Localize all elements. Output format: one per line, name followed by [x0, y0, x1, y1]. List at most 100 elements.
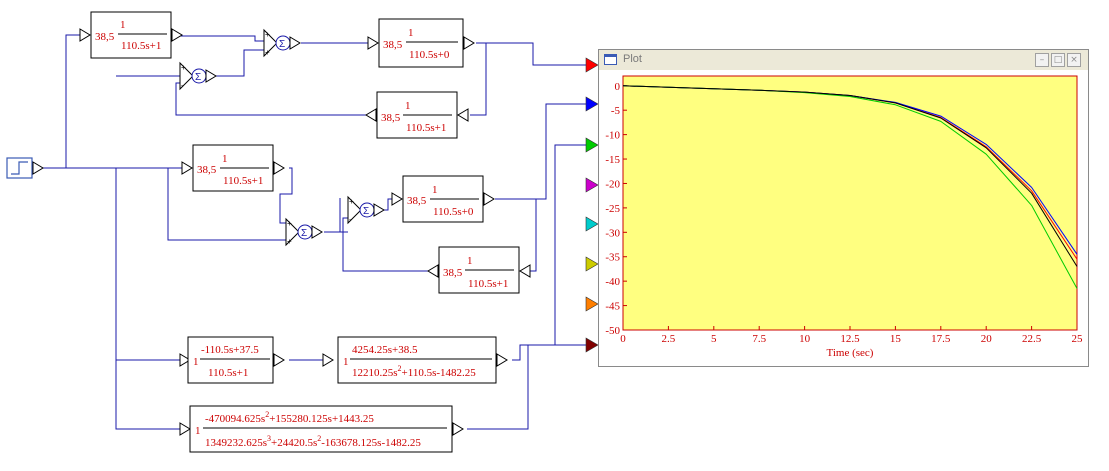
y-tick-label: -45 — [605, 301, 620, 313]
output-port-icon — [365, 108, 377, 122]
svg-text:Σ: Σ — [195, 72, 201, 83]
svg-text:+: + — [181, 63, 186, 72]
tf-denominator: 110.5s+0 — [409, 49, 450, 61]
plot-area — [622, 75, 1078, 331]
x-tick-label: 25 — [1072, 333, 1084, 345]
svg-text:Σ: Σ — [301, 228, 307, 239]
scope-input-ports — [585, 57, 599, 353]
svg-text:+: + — [265, 30, 270, 39]
scope-port-1[interactable] — [585, 57, 599, 73]
window-icon — [604, 54, 617, 65]
tf-gain: 38,5 — [197, 164, 217, 176]
y-tick-label: -35 — [605, 252, 620, 264]
series-line-4 — [622, 85, 1078, 267]
output-port-icon — [171, 28, 183, 42]
scope-port-2[interactable] — [585, 96, 599, 112]
scope-port-3[interactable] — [585, 137, 599, 153]
tf-block-b8[interactable]: 1 4254.25s+38.5 12210.25s2+110.5s-1482.2… — [322, 336, 508, 384]
tf-gain: 1 — [193, 356, 199, 368]
tf-block-b5[interactable]: 38,5 1 110.5s+0 — [391, 175, 495, 223]
tf-denominator: 110.5s+1 — [121, 40, 161, 52]
tf-numerator: 1 — [120, 19, 126, 31]
y-tick-label: 0 — [615, 81, 621, 93]
svg-text:-: - — [349, 215, 352, 224]
input-port-icon — [179, 422, 191, 436]
minimize-icon[interactable]: – — [1035, 53, 1049, 67]
tf-denominator: 110.5s+0 — [433, 206, 474, 218]
tf-denominator: 110.5s+1 — [468, 278, 508, 290]
input-port-icon — [79, 28, 91, 42]
output-port-icon — [32, 161, 44, 175]
svg-text:-: - — [181, 81, 184, 90]
scope-port-8[interactable] — [585, 337, 599, 353]
y-tick-label: -25 — [605, 203, 620, 215]
scope-port-7[interactable] — [585, 296, 599, 312]
sum-block-3[interactable]: Σ + + — [285, 217, 323, 247]
tf-gain: 38,5 — [443, 267, 463, 279]
tf-denominator: 110.5s+1 — [208, 367, 248, 379]
scope-port-4[interactable] — [585, 177, 599, 193]
tf-block-b3[interactable]: 38,5 1 110.5s+1 — [365, 91, 469, 139]
tf-numerator: -470094.625s2+155280.125s+1443.25 — [205, 410, 374, 425]
input-port-icon — [322, 353, 334, 367]
tf-gain: 38,5 — [383, 39, 403, 51]
tf-gain: 38,5 — [381, 112, 401, 124]
output-port-icon — [427, 264, 439, 278]
x-tick-label: 10 — [799, 333, 811, 345]
svg-text:+: + — [265, 48, 270, 57]
tf-denominator: 12210.25s2+110.5s-1482.25 — [352, 364, 476, 379]
y-tick-label: -30 — [605, 227, 620, 239]
tf-block-b1[interactable]: 38,5 1 110.5s+1 — [79, 11, 183, 59]
plot-title-bar[interactable]: Plot – □ × — [599, 50, 1088, 70]
svg-text:Σ: Σ — [363, 206, 369, 217]
y-tick-label: -5 — [611, 105, 621, 117]
scope-port-5[interactable] — [585, 216, 599, 232]
tf-denominator: 110.5s+1 — [406, 122, 446, 134]
tf-block-b6[interactable]: 38,5 1 110.5s+1 — [427, 246, 531, 294]
y-tick-label: -20 — [605, 178, 620, 190]
tf-block-b2[interactable]: 38,5 1 110.5s+0 — [367, 18, 475, 68]
tf-numerator: 4254.25s+38.5 — [352, 344, 418, 356]
plot-window-title: Plot — [623, 53, 642, 65]
output-port-icon — [273, 353, 285, 367]
maximize-icon[interactable]: □ — [1051, 53, 1065, 67]
x-tick-label: 5 — [711, 333, 717, 345]
tf-numerator: 1 — [405, 100, 411, 112]
tf-numerator: 1 — [467, 255, 473, 267]
step-source-block[interactable] — [6, 157, 44, 179]
x-tick-label: 12.5 — [840, 333, 860, 345]
y-tick-label: -10 — [605, 130, 620, 142]
sum-block-4[interactable]: Σ + - — [347, 195, 385, 225]
tf-gain: 38,5 — [407, 195, 427, 207]
sum-block-1[interactable]: Σ + + — [263, 28, 301, 58]
y-tick-label: -50 — [605, 325, 620, 337]
x-tick-label: 7.5 — [752, 333, 766, 345]
x-tick-label: 2.5 — [662, 333, 676, 345]
tf-gain: 38,5 — [95, 31, 115, 43]
input-port-icon — [367, 36, 379, 50]
tf-block-b9[interactable]: 1 -470094.625s2+155280.125s+1443.25 1349… — [179, 405, 464, 453]
tf-block-b7[interactable]: 1 -110.5s+37.5 110.5s+1 — [179, 336, 285, 384]
output-port-icon — [452, 422, 464, 436]
tf-block-b4[interactable]: 38,5 1 110.5s+1 — [181, 144, 285, 192]
scope-port-6[interactable] — [585, 256, 599, 272]
x-axis-label: Time (sec) — [827, 347, 874, 359]
tf-numerator: 1 — [432, 184, 438, 196]
close-icon[interactable]: × — [1067, 53, 1081, 67]
x-tick-label: 20 — [981, 333, 993, 345]
sum-block-2[interactable]: Σ + - — [179, 61, 217, 91]
svg-text:+: + — [287, 219, 292, 228]
tf-gain: 1 — [343, 356, 349, 368]
output-port-icon — [463, 36, 475, 50]
tf-gain: 1 — [195, 425, 201, 437]
output-port-icon — [483, 192, 495, 206]
tf-denominator: 1349232.625s3+24420.5s2-163678.125s-1482… — [205, 434, 421, 449]
input-port-icon — [519, 264, 531, 278]
signal-wires — [43, 34, 588, 430]
output-port-icon — [273, 161, 285, 175]
output-port-icon — [496, 353, 508, 367]
tf-numerator: -110.5s+37.5 — [201, 344, 259, 356]
